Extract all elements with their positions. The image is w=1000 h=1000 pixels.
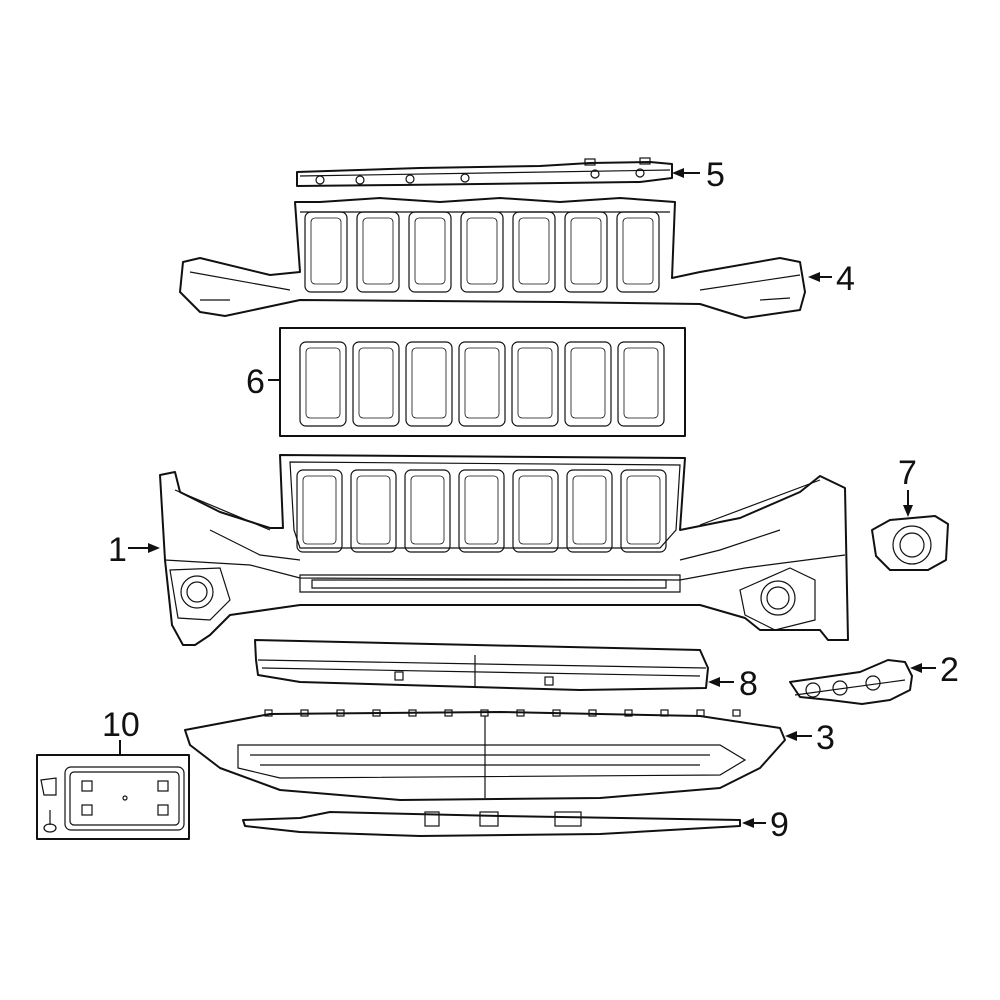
part-3-tab: [660, 709, 669, 717]
part-3-tab: [444, 709, 453, 717]
callout-9: 9: [742, 806, 789, 844]
callout-3-label: 3: [816, 719, 835, 757]
part-3-tab: [300, 709, 309, 717]
part-3-tab: [588, 709, 597, 717]
part-1-grille-opening: [620, 469, 667, 553]
callout-9-label: 9: [770, 806, 789, 844]
part-3-tab: [264, 709, 273, 717]
part-1-grille-opening: [512, 469, 559, 553]
part-3-tab: [516, 709, 525, 717]
callout-4: 4: [808, 260, 855, 298]
part-4-slot-inner: [570, 217, 602, 285]
callout-6-label: 6: [246, 363, 265, 401]
part-4-grille-reinforcement[interactable]: [179, 197, 806, 319]
part-4-slot: [564, 211, 608, 293]
callout-7-label: 7: [898, 454, 917, 492]
part-4-slot-inner: [622, 217, 654, 285]
part-6-insert: [617, 341, 665, 427]
part-6-insert-inner: [464, 347, 500, 419]
part-1-grille-opening-inner: [410, 475, 445, 545]
part-4-slot: [304, 211, 348, 293]
part-6-insert-inner: [623, 347, 659, 419]
part-6-insert: [299, 341, 347, 427]
callout-3: 3: [785, 719, 835, 757]
part-1-grille-opening: [296, 469, 343, 553]
callout-2: 2: [910, 651, 959, 689]
part-5-upper-strip[interactable]: [296, 157, 673, 187]
part-6-insert-inner: [305, 347, 341, 419]
callout-5: 5: [672, 156, 725, 194]
callout-10-label: 10: [102, 706, 140, 744]
callout-8: 8: [708, 665, 758, 703]
part-1-grille-opening-inner: [572, 475, 607, 545]
part-1-bumper-cover[interactable]: [159, 454, 849, 646]
part-3-tab: [336, 709, 345, 717]
part-6-insert: [458, 341, 506, 427]
part-6-insert: [564, 341, 612, 427]
part-1-grille-opening-inner: [626, 475, 661, 545]
part-4-slot: [460, 211, 504, 293]
part-6-insert-inner: [570, 347, 606, 419]
part-4-slot-inner: [518, 217, 550, 285]
part-3-tab: [696, 709, 705, 717]
part-1-grille-opening-inner: [302, 475, 337, 545]
part-8-lower-grille[interactable]: [254, 639, 709, 691]
part-6-insert-inner: [411, 347, 447, 419]
part-1-grille-opening-inner: [356, 475, 391, 545]
callout-2-label: 2: [940, 651, 959, 689]
part-6-insert: [511, 341, 559, 427]
callout-10: 10: [102, 706, 140, 755]
part-3-lower-valance[interactable]: [184, 709, 786, 801]
part-4-slot-inner: [362, 217, 394, 285]
part-4-slot-inner: [414, 217, 446, 285]
part-4-slot: [512, 211, 556, 293]
part-1-grille-opening-inner: [518, 475, 553, 545]
part-3-tab: [624, 709, 633, 717]
part-3-tab: [552, 709, 561, 717]
part-6-insert-inner: [358, 347, 394, 419]
part-6-insert: [352, 341, 400, 427]
part-1-grille-opening-inner: [464, 475, 499, 545]
part-3-tab: [372, 709, 381, 717]
callout-8-label: 8: [739, 665, 758, 703]
part-2-bracket[interactable]: [789, 659, 913, 705]
part-1-grille-opening: [350, 469, 397, 553]
callout-6: 6: [246, 363, 280, 401]
part-3-tab: [408, 709, 417, 717]
part-10-license-bracket[interactable]: [36, 754, 190, 840]
part-6-grille-inserts[interactable]: [279, 327, 686, 437]
part-4-slot: [616, 211, 660, 293]
callout-1-label: 1: [108, 531, 127, 569]
callout-4-label: 4: [836, 260, 855, 298]
part-1-grille-opening: [404, 469, 451, 553]
part-1-grille-opening: [458, 469, 505, 553]
part-6-insert-inner: [517, 347, 553, 419]
part-6-insert: [405, 341, 453, 427]
part-3-tab: [732, 709, 741, 717]
part-3-tab: [480, 709, 489, 717]
part-1-grille-opening: [566, 469, 613, 553]
part-9-skid-strip[interactable]: [242, 811, 741, 837]
part-7-fog-lamp-bezel[interactable]: [871, 515, 949, 571]
callout-1: 1: [108, 531, 160, 569]
callout-7: 7: [898, 454, 917, 517]
callout-5-label: 5: [706, 156, 725, 194]
part-4-slot: [408, 211, 452, 293]
part-4-slot-inner: [310, 217, 342, 285]
part-4-slot: [356, 211, 400, 293]
part-4-slot-inner: [466, 217, 498, 285]
